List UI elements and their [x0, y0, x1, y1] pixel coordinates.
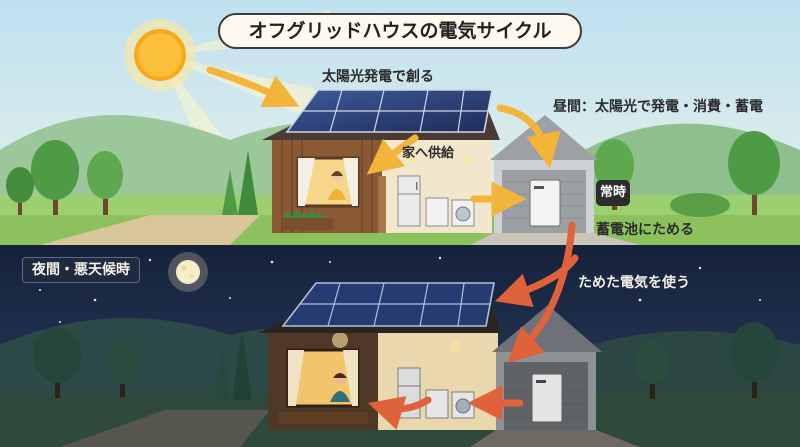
- arrow-battery-to-house-night: [507, 221, 576, 364]
- refrigerator-icon: [397, 175, 421, 227]
- day-trees-left: [6, 140, 258, 215]
- arrow-panel-to-battery: [496, 104, 561, 169]
- night-house: [258, 282, 640, 447]
- sun-icon: [124, 19, 196, 91]
- label-supply-home: 家へ供給: [402, 146, 455, 161]
- day-house: [262, 89, 640, 245]
- always-tag: 常時: [596, 180, 630, 206]
- page-title: オフグリッドハウスの電気サイクル: [218, 13, 582, 49]
- moon-icon: [168, 252, 208, 292]
- arrow-washer-to-room: [367, 396, 432, 430]
- label-store-battery: 蓄電池にためる: [596, 222, 694, 238]
- person-reading-icon: [330, 372, 350, 402]
- solar-panel-icon: [285, 89, 493, 133]
- washing-machine-icon: [425, 197, 475, 227]
- label-use-stored: ためた電気を使う: [578, 275, 690, 291]
- home-battery-icon: [529, 179, 561, 227]
- arrow-panel-to-home: [366, 134, 419, 175]
- label-solar-generate: 太陽光発電で創る: [322, 69, 434, 85]
- day-trees-right: [594, 131, 780, 217]
- night-trees: [33, 322, 778, 400]
- arrow-sun-to-panel: [206, 66, 300, 108]
- night-tag: 夜間・悪天候時: [22, 257, 140, 283]
- night-scene: [0, 221, 800, 447]
- person-icon: [328, 170, 346, 200]
- arrow-battery-to-panel-night: [495, 254, 579, 308]
- label-daytime-note: 昼間：太陽光で発電・消費・蓄電: [553, 99, 763, 115]
